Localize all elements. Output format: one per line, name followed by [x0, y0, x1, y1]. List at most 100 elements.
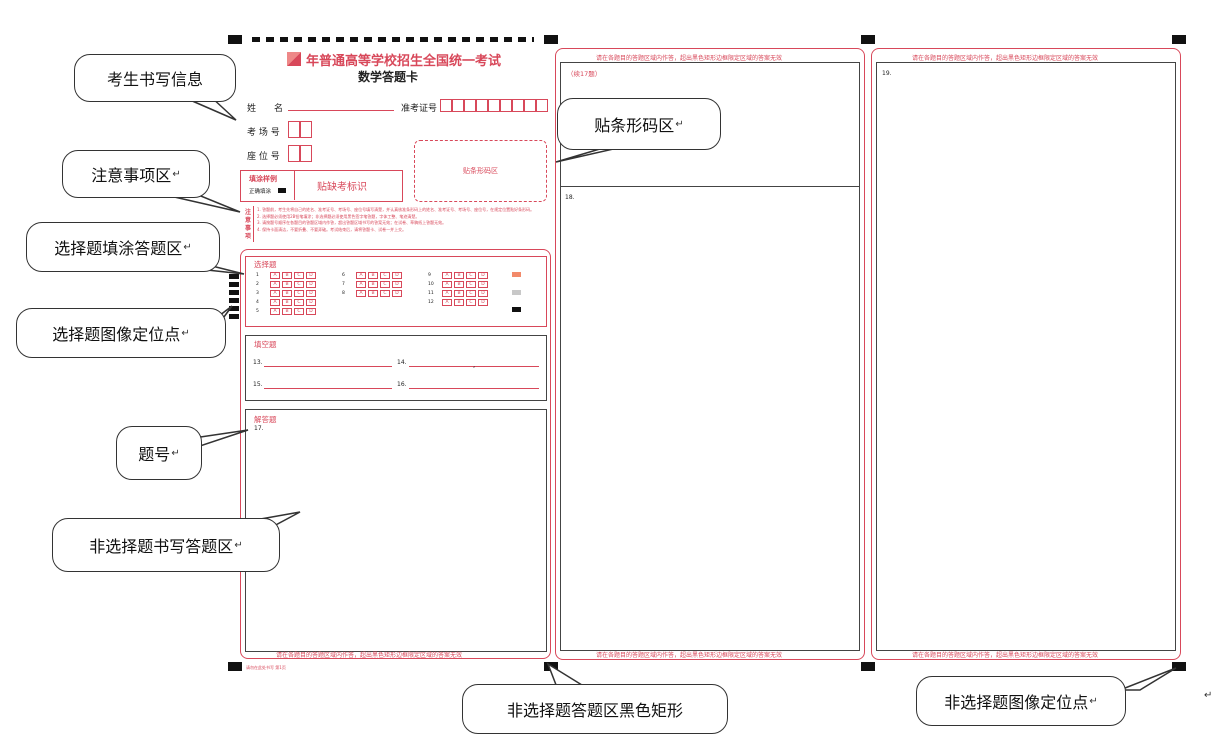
option-bubble[interactable]: D	[306, 299, 316, 306]
callout-candidate-info: 考生书写信息	[74, 54, 236, 102]
notice-item: 2. 选择题必须使用2B铅笔填涂；非选择题必须使用黑色签字笔答题，字体工整、笔迹…	[257, 213, 420, 219]
option-bubble[interactable]: D	[392, 281, 402, 288]
notice-title: 注意事项	[245, 209, 252, 240]
option-bubble[interactable]: D	[306, 281, 316, 288]
callout-question-number: 题号↵	[116, 426, 202, 480]
logo-icon	[287, 52, 301, 66]
correct-fill-label: 正确填涂	[249, 189, 272, 195]
option-bubble[interactable]: C	[380, 290, 390, 297]
option-bubble[interactable]: D	[478, 290, 488, 297]
option-bubble[interactable]: A	[356, 290, 366, 297]
divider	[560, 186, 859, 187]
exam-id-label: 准考证号	[401, 104, 438, 114]
option-bubble[interactable]: A	[270, 290, 280, 297]
option-bubble[interactable]: B	[282, 308, 292, 315]
choice-locator-mark	[229, 314, 239, 319]
column-1-frame	[240, 249, 551, 659]
absent-sticker-area[interactable]: 贴缺考标识	[317, 182, 367, 193]
room-boxes[interactable]	[288, 121, 312, 138]
return-mark: ↵	[1204, 690, 1213, 701]
option-bubble[interactable]: A	[270, 308, 280, 315]
answer-line[interactable]	[264, 366, 392, 367]
question-number: 17.	[254, 425, 264, 432]
warning-note: 请在各题目的答题区域内作答，超出黑色矩形边框限定区域的答案无效	[912, 55, 1099, 62]
option-bubble[interactable]: C	[294, 308, 304, 315]
option-bubble[interactable]: B	[368, 290, 378, 297]
option-bubble[interactable]: B	[368, 281, 378, 288]
option-bubble[interactable]: C	[294, 281, 304, 288]
option-bubble[interactable]: C	[380, 272, 390, 279]
fill-title: 填空题	[254, 340, 277, 349]
comma-mark: ,	[473, 361, 476, 369]
locator-mark	[861, 35, 875, 44]
answer-line[interactable]	[409, 366, 539, 367]
option-bubble[interactable]: D	[478, 272, 488, 279]
callout-notice-area: 注意事项区↵	[62, 150, 210, 198]
option-bubble[interactable]: D	[392, 290, 402, 297]
option-bubble[interactable]: A	[270, 272, 280, 279]
choice-locator-mark	[229, 290, 239, 295]
option-bubble[interactable]: B	[282, 299, 292, 306]
option-bubble[interactable]: C	[466, 290, 476, 297]
option-bubble[interactable]: A	[442, 272, 452, 279]
option-bubble[interactable]: D	[306, 272, 316, 279]
option-bubble[interactable]: A	[270, 281, 280, 288]
option-bubble[interactable]: A	[442, 290, 452, 297]
written-answer-area[interactable]	[560, 62, 860, 651]
page-subtitle: 数学答题卡	[358, 70, 419, 84]
option-bubble[interactable]: D	[478, 299, 488, 306]
option-bubble[interactable]: D	[306, 308, 316, 315]
option-bubble[interactable]: A	[356, 281, 366, 288]
exam-id-boxes[interactable]	[440, 99, 548, 112]
question-number: 8	[342, 291, 345, 296]
divider	[253, 206, 254, 242]
choice-title: 选择题	[254, 260, 277, 269]
answer-line[interactable]	[409, 388, 539, 389]
option-bubble[interactable]: A	[442, 281, 452, 288]
option-bubble[interactable]: D	[478, 281, 488, 288]
barcode-area: 贴条形码区	[414, 140, 547, 202]
question-number: 19.	[882, 70, 892, 77]
seat-boxes[interactable]	[288, 145, 312, 162]
option-bubble[interactable]: D	[392, 272, 402, 279]
option-bubble[interactable]: B	[454, 272, 464, 279]
option-bubble[interactable]: B	[282, 290, 292, 297]
option-bubble[interactable]: C	[466, 272, 476, 279]
locator-mark	[228, 662, 242, 671]
option-bubble[interactable]: B	[454, 281, 464, 288]
option-bubble[interactable]: D	[306, 290, 316, 297]
option-bubble[interactable]: C	[294, 290, 304, 297]
answer-line[interactable]	[264, 388, 392, 389]
option-bubble[interactable]: B	[368, 272, 378, 279]
option-bubble[interactable]: C	[294, 272, 304, 279]
option-bubble[interactable]: B	[282, 281, 292, 288]
name-field[interactable]	[288, 110, 394, 111]
locator-mark	[1172, 35, 1186, 44]
written-answer-area[interactable]	[876, 62, 1176, 651]
notice-item: 3. 请按题号顺序在各题目的答题区域内作答，超出答题区域书写的答案无效；在试卷、…	[257, 220, 447, 225]
option-bubble[interactable]: A	[356, 272, 366, 279]
option-bubble[interactable]: B	[454, 290, 464, 297]
option-bubble[interactable]: C	[380, 281, 390, 288]
option-bubble[interactable]: C	[294, 299, 304, 306]
option-bubble[interactable]: A	[270, 299, 280, 306]
option-bubble[interactable]: B	[282, 272, 292, 279]
option-bubble[interactable]: A	[442, 299, 452, 306]
warning-note: 请在各题目的答题区域内作答，超出黑色矩形边框限定区域的答案无效	[596, 55, 783, 62]
color-sample-swatch	[512, 272, 521, 277]
option-bubble[interactable]: C	[466, 281, 476, 288]
option-bubble[interactable]: C	[466, 299, 476, 306]
option-bubble[interactable]: B	[454, 299, 464, 306]
question-number: 18.	[565, 194, 575, 201]
notice-item: 4. 保持卡面清洁，不要折叠、不要弄破。考试结束后，请将答题卡、试卷一并上交。	[257, 226, 407, 232]
